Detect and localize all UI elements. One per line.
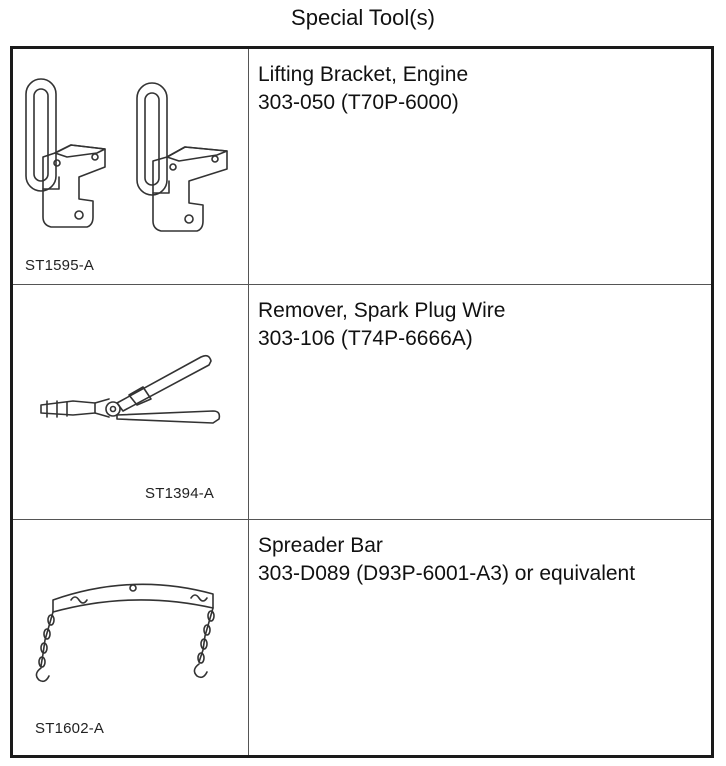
tool-number: 303-106 (T74P-6666A) <box>258 326 473 350</box>
tool-illustration-cell: ST1394-A <box>13 284 249 520</box>
spark-plug-wire-remover-icon <box>40 354 221 424</box>
tool-description-cell: Spreader Bar 303-D089 (D93P-6001-A3) or … <box>249 520 711 755</box>
illustration-code: ST1394-A <box>145 484 215 502</box>
table-row: ST1595-A Lifting Bracket, Engine 303-050… <box>13 49 711 285</box>
tool-illustration-cell: ST1595-A <box>13 49 249 284</box>
tool-description-cell: Lifting Bracket, Engine 303-050 (T70P-60… <box>249 49 711 284</box>
tool-name: Remover, Spark Plug Wire <box>258 298 506 322</box>
tool-illustration-cell: ST1602-A <box>13 520 249 756</box>
table-row: ST1602-A Spreader Bar 303-D089 (D93P-600… <box>13 520 711 756</box>
illustration-code: ST1602-A <box>35 720 105 738</box>
lifting-bracket-icon <box>25 78 228 232</box>
special-tools-table: ST1595-A Lifting Bracket, Engine 303-050… <box>10 46 714 758</box>
tool-description-cell: Remover, Spark Plug Wire 303-106 (T74P-6… <box>249 285 711 520</box>
table-row: ST1394-A Remover, Spark Plug Wire 303-10… <box>13 284 711 521</box>
illustration-code: ST1595-A <box>25 257 95 274</box>
tool-number: 303-D089 (D93P-6001-A3) or equivalent <box>258 562 636 586</box>
spreader-bar-icon <box>35 583 215 683</box>
tool-number: 303-050 (T70P-6000) <box>258 91 459 114</box>
page-title: Special Tool(s) <box>291 5 435 30</box>
tool-name: Spreader Bar <box>258 534 383 558</box>
tool-name: Lifting Bracket, Engine <box>258 63 469 86</box>
